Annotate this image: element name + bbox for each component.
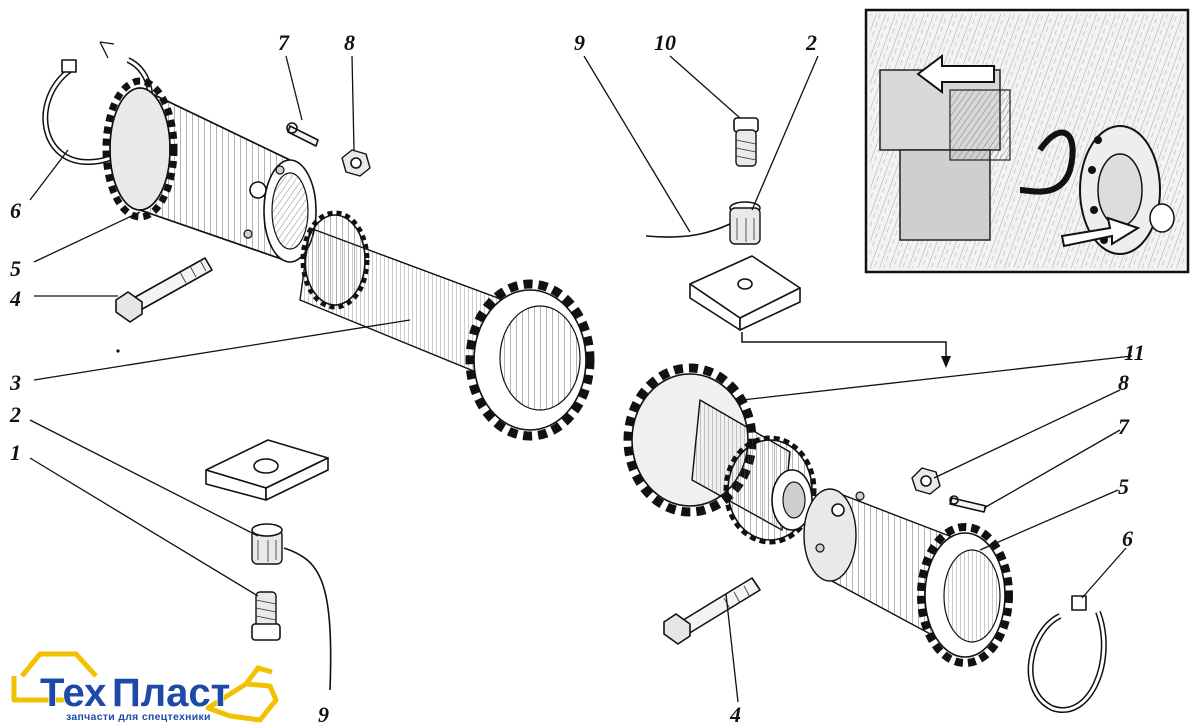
screw-plug-left <box>251 591 281 641</box>
callout-9-right: 9 <box>574 30 585 55</box>
callout-4-right: 4 <box>729 702 741 727</box>
callout-11-right: 11 <box>1124 340 1145 365</box>
cotter-pin-icon <box>949 495 987 513</box>
brand-logo: Тех Пласт запчасти для спецтехники <box>11 651 279 723</box>
callout-6-left: 6 <box>10 198 21 223</box>
callout-4-left: 4 <box>9 286 21 311</box>
excavator-icon <box>11 651 279 723</box>
callout-8-left: 8 <box>344 30 355 55</box>
gear-hub-right <box>803 488 1013 667</box>
fitting-left <box>251 523 283 565</box>
nut-icon <box>341 149 371 177</box>
brand-name-part2: Пласт <box>112 671 230 715</box>
gear-icon <box>917 523 1013 667</box>
fitting-right <box>729 201 761 245</box>
gear-icon <box>102 77 178 221</box>
bolt-icon <box>663 577 761 645</box>
right-assembly: 11 8 7 5 6 4 <box>623 340 1145 727</box>
callout-6-right: 6 <box>1122 526 1133 551</box>
gear-hub-left <box>102 77 317 263</box>
bolt-icon <box>115 257 213 323</box>
callout-5-right: 5 <box>1118 474 1129 499</box>
left-assembly: 6 5 4 3 2 1 7 8 9 <box>9 30 595 727</box>
callout-8-right: 8 <box>1118 370 1129 395</box>
callout-7-right: 7 <box>1118 414 1130 439</box>
retaining-ring-icon <box>1027 595 1107 713</box>
nut-icon <box>911 467 941 495</box>
brand-tagline: запчасти для спецтехники <box>66 711 211 723</box>
callout-7-left: 7 <box>278 30 290 55</box>
brand-name-part1: Тех <box>40 671 106 715</box>
cotter-pin-icon <box>286 122 319 147</box>
callout-3-left: 3 <box>9 370 21 395</box>
screw-plug-right <box>733 117 759 167</box>
mounting-pad-right <box>689 255 801 331</box>
callout-2-right: 2 <box>805 30 817 55</box>
callout-10-right: 10 <box>654 30 676 55</box>
callout-2-left: 2 <box>9 402 21 427</box>
callout-1-left: 1 <box>10 440 21 465</box>
callout-9-left-bottom: 9 <box>318 702 329 727</box>
gear-icon <box>465 279 595 441</box>
callout-5-left: 5 <box>10 256 21 281</box>
mounting-pad-left <box>205 439 329 501</box>
photo-inset <box>864 8 1190 274</box>
right-top-parts: 9 10 2 <box>574 30 951 368</box>
shaft-left <box>299 210 595 441</box>
